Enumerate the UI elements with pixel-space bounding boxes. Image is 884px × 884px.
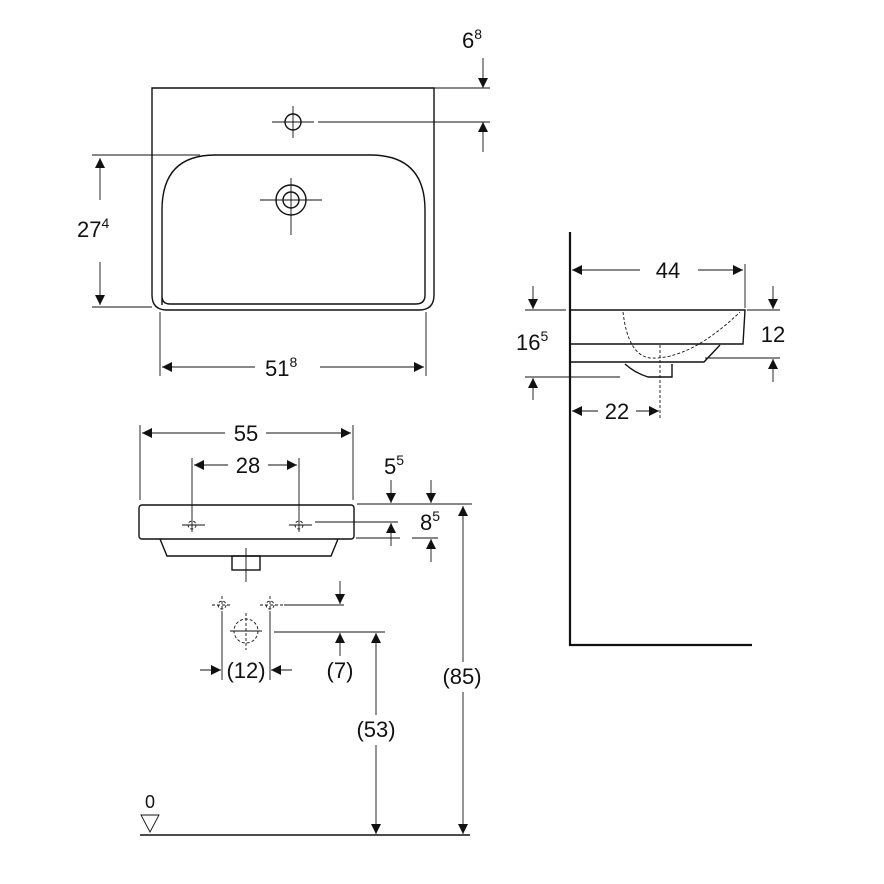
dim-depth-offset: 68 xyxy=(462,26,482,53)
dim-rim-floor-height: (85) xyxy=(442,664,481,689)
supply-crosshair-icon xyxy=(212,596,283,650)
front-view: 55 28 55 85 (12) (7) (53) xyxy=(138,421,482,836)
dim-rim-height: 85 xyxy=(420,508,440,535)
dim-drain-height: (53) xyxy=(356,717,395,742)
dim-supply-offset: (7) xyxy=(327,658,354,683)
tap-hole-icon xyxy=(272,106,314,138)
bowl-outline-front xyxy=(159,538,339,557)
dim-bowl-width: 518 xyxy=(265,354,297,381)
dim-total-height: 165 xyxy=(516,328,548,355)
top-view: 68 274 518 xyxy=(77,26,490,381)
basin-outline-top xyxy=(151,87,435,311)
dim-tap-spacing: 28 xyxy=(236,453,260,478)
drain-icon xyxy=(260,178,322,235)
side-view: 44 165 12 22 xyxy=(516,232,785,647)
dim-bowl-depth: 274 xyxy=(77,215,109,242)
dim-projection: 44 xyxy=(656,258,680,283)
dim-top-offset: 55 xyxy=(384,452,404,479)
floor-level-label: 0 xyxy=(145,792,155,812)
dim-supply-spacing: (12) xyxy=(226,658,265,683)
dim-basin-height: 12 xyxy=(761,322,785,347)
dim-drain-distance: 22 xyxy=(605,399,629,424)
dim-overall-width: 55 xyxy=(234,421,258,446)
tap-hole-crosshair-icon xyxy=(182,520,312,530)
basin-outline-side xyxy=(570,309,746,345)
floor-level-triangle-icon xyxy=(140,814,160,833)
bowl-outline-top xyxy=(161,154,426,305)
